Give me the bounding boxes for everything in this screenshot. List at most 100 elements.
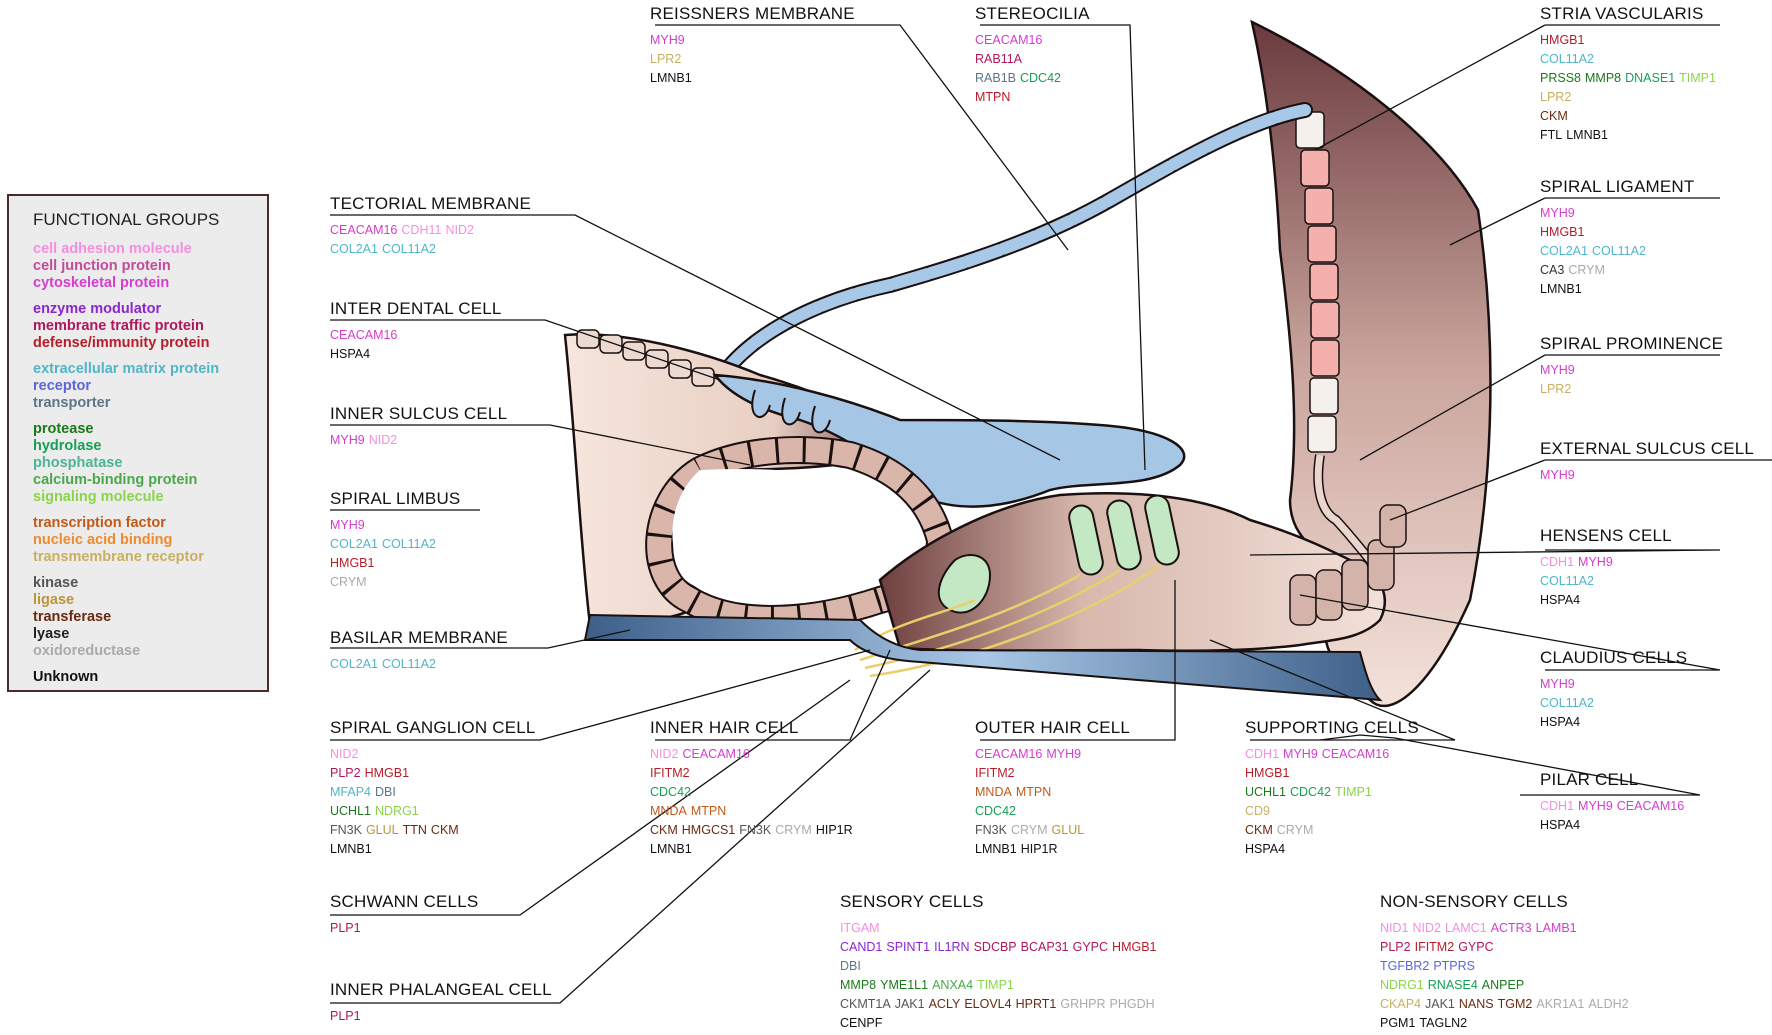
gene-line: HSPA4	[1245, 840, 1419, 859]
gene-name: FN3K	[739, 823, 772, 837]
gene-name: HMGB1	[1112, 940, 1157, 954]
gene-name: CEACAM16	[330, 223, 398, 237]
legend-item: extracellular matrix protein	[33, 361, 220, 377]
claudius-cells-row	[1289, 504, 1407, 626]
gene-name: MTPN	[1015, 785, 1052, 799]
label-title: SPIRAL LIMBUS	[330, 489, 461, 508]
legend-item: Unknown	[33, 669, 99, 685]
gene-line: CD9	[1245, 802, 1419, 821]
gene-list: PLP1	[330, 1007, 552, 1026]
gene-name: JAK1	[894, 997, 925, 1011]
legend-item: cell adhesion molecule	[33, 241, 192, 257]
gene-name: TIMP1	[977, 978, 1014, 992]
gene-name: PLP1	[330, 1009, 361, 1023]
gene-name: NID2	[650, 747, 679, 761]
gene-line: LMNB1	[650, 69, 855, 88]
gene-name: IL1RN	[934, 940, 970, 954]
gene-name: COL2A1	[330, 537, 378, 551]
label-title: STRIA VASCULARIS	[1540, 4, 1704, 23]
gene-name: LMNB1	[1540, 282, 1582, 296]
gene-name: IFITM2	[650, 766, 690, 780]
gene-line: PLP1	[330, 1007, 552, 1026]
label-title: PILAR CELL	[1540, 770, 1639, 789]
gene-name: CRYM	[330, 575, 367, 589]
gene-name: LMNB1	[650, 842, 692, 856]
label-title: SPIRAL GANGLION CELL	[330, 718, 536, 737]
gene-line: HMGB1	[1540, 223, 1694, 242]
gene-line: MYH9	[330, 516, 460, 535]
gene-line: LMNB1	[1540, 280, 1694, 299]
gene-name: MYH9	[1540, 677, 1575, 691]
gene-name: JAK1	[1425, 997, 1455, 1011]
gene-name: LMNB1	[330, 842, 372, 856]
gene-line: LPR2	[1540, 380, 1723, 399]
label-title: SUPPORTING CELLS	[1245, 718, 1419, 737]
gene-name: YME1L1	[880, 978, 929, 992]
gene-line: PLP1	[330, 919, 478, 938]
gene-name: TGFBR2	[1380, 959, 1430, 973]
gene-name: CDC42	[650, 785, 691, 799]
gene-name: CRYM	[775, 823, 812, 837]
label-title: SCHWANN CELLS	[330, 892, 479, 911]
gene-line: ITGAM	[840, 919, 1161, 938]
gene-name: ITGAM	[840, 921, 880, 935]
gene-list: PLP1	[330, 919, 478, 938]
tectorial-teeth	[751, 389, 831, 434]
gene-name: COL2A1	[330, 657, 378, 671]
gene-name: MYH9	[1283, 747, 1318, 761]
gene-line: HMGB1	[1245, 764, 1419, 783]
gene-name: TAGLN2	[1419, 1016, 1468, 1030]
gene-name: COL11A2	[381, 242, 436, 256]
gene-name: MNDA	[650, 804, 687, 818]
gene-name: CDC42	[975, 804, 1016, 818]
gene-line: MYH9	[1540, 204, 1694, 223]
gene-name: PGM1	[1380, 1016, 1416, 1030]
gene-name: PLP2	[1380, 940, 1411, 954]
functional-groups-legend: FUNCTIONAL GROUPS cell adhesion molecule…	[7, 194, 269, 692]
gene-name: TGM2	[1497, 997, 1533, 1011]
gene-name: MYH9	[1540, 468, 1575, 482]
gene-name: GLUL	[1051, 823, 1085, 837]
gene-list: MYH9	[1540, 466, 1754, 485]
gene-name: HIP1R	[815, 823, 853, 837]
gene-name: MYH9	[1578, 555, 1613, 569]
gene-line: COL11A2	[1540, 572, 1672, 591]
gene-line: HSPA4	[1540, 816, 1688, 835]
gene-line: HSPA4	[330, 345, 502, 364]
gene-name: PTPRS	[1433, 959, 1475, 973]
legend-group: Unknown	[33, 669, 267, 686]
gene-line: MYH9	[1540, 466, 1754, 485]
legend-item: cell junction protein	[33, 258, 171, 274]
label-title: SPIRAL LIGAMENT	[1540, 177, 1695, 196]
gene-name: DBI	[375, 785, 396, 799]
gene-name: COL2A1	[330, 242, 378, 256]
legend-item: signaling molecule	[33, 489, 164, 505]
gene-line: IFITM2	[650, 764, 857, 783]
gene-name: UCHL1	[330, 804, 371, 818]
gene-name: CRYM	[1568, 263, 1605, 277]
